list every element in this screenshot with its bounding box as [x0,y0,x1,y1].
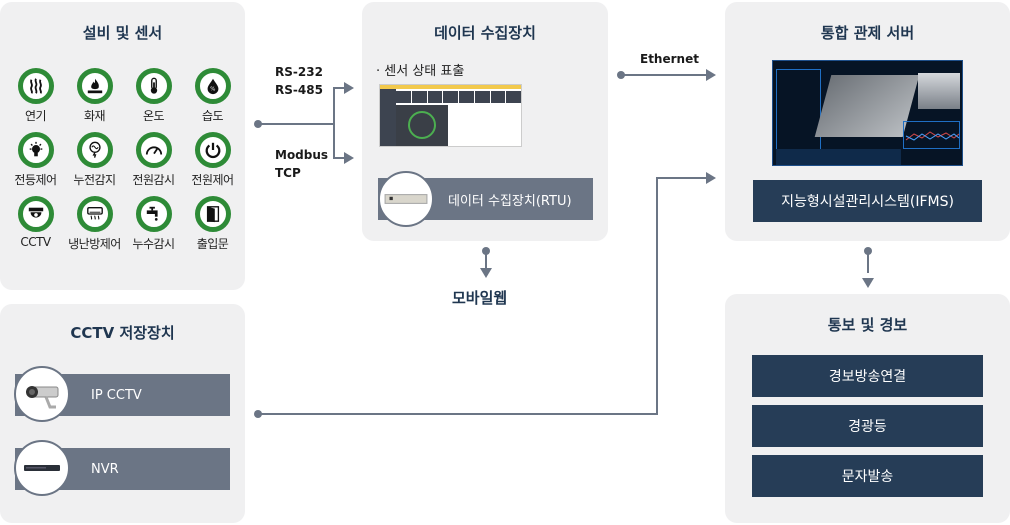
arrow-down-icon [862,278,874,288]
connector-line [258,123,334,125]
modbus-protocol-label: Modbus TCP [275,146,328,182]
arrow-right-icon [706,172,716,184]
ethernet-label: Ethernet [640,52,699,66]
connector-line [333,157,345,159]
connector-line [621,74,707,76]
fire-icon [76,68,113,104]
sensor-label: 습도 [201,109,224,123]
door-icon [194,196,231,232]
alert-item-label: 문자발송 [841,469,894,485]
thermometer-icon [135,68,172,104]
data-acquisition-panel: 데이터 수집장치 · 센서 상태 표출 데이터 수집장치(RTU) [362,2,608,241]
connector-line [333,87,345,89]
sensor-cctv: CCTV [6,196,65,252]
sensor-humidity: % 습도 [183,68,242,124]
humidity-icon: % [194,68,231,104]
mobile-web-label: 모바일웹 [452,289,508,307]
dau-bullet: · 센서 상태 표출 [376,64,465,79]
sensor-water-leak: 누수감시 [124,196,183,252]
sensors-panel-title: 설비 및 센서 [82,24,163,42]
sensor-temperature: 온도 [124,68,183,124]
cctv-panel-title: CCTV 저장장치 [70,324,175,342]
serial-protocol-label: RS-232 RS-485 [275,63,323,99]
tcp-label: TCP [275,166,301,180]
sensor-label: 화재 [83,109,106,123]
ip-cctv-label: IP CCTV [91,387,142,403]
arrow-right-icon [344,152,354,164]
alert-item-label: 경광등 [848,419,887,435]
rtu-device-icon [378,171,434,227]
arrow-right-icon [344,82,354,94]
connector-line [485,251,487,269]
connector-line [333,87,335,159]
sensor-label: 연기 [24,109,47,123]
dau-panel-title: 데이터 수집장치 [434,24,536,42]
modbus-label: Modbus [275,148,329,162]
rs485-label: RS-485 [275,83,323,97]
connector-line [656,177,708,179]
sensor-label: 누수감시 [132,237,175,251]
sensor-label: 온도 [142,109,165,123]
arrow-right-icon [706,69,716,81]
sensor-light-control: 전등제어 [6,132,65,188]
ifms-label: 지능형시설관리시스템(IFMS) [781,194,954,210]
sensor-leakage: 누전감지 [65,132,124,188]
nvr-label: NVR [91,461,119,477]
cctv-storage-panel: CCTV 저장장치 IP CCTV NVR [0,304,245,523]
gauge-icon [135,132,172,168]
sensor-power-control: 전원제어 [183,132,242,188]
power-icon [194,132,231,168]
ip-camera-icon [14,366,70,422]
sensor-label: 누전감지 [73,173,116,187]
svg-text:%: % [210,87,215,93]
dome-camera-icon [17,196,54,232]
sensor-label: 전원제어 [191,173,234,187]
faucet-icon [135,196,172,232]
nvr-icon [14,440,70,496]
arrow-down-icon [480,268,492,278]
smoke-icon [17,68,54,104]
ifms-label-bar: 지능형시설관리시스템(IFMS) [753,180,982,222]
sensor-fire: 화재 [65,68,124,124]
connector-line [656,177,658,415]
sensor-power-monitor: 전원감시 [124,132,183,188]
air-conditioner-icon [76,196,113,232]
sensor-smoke: 연기 [6,68,65,124]
sensor-door: 출입문 [183,196,242,252]
connector-line [258,413,658,415]
rs232-label: RS-232 [275,65,323,79]
server-panel-title: 통합 관제 서버 [820,24,915,42]
sensor-status-screenshot [379,84,522,147]
sensor-label: 전등제어 [14,173,57,187]
alert-item-sms: 문자발송 [752,455,983,497]
leakage-icon [76,132,113,168]
alert-item-broadcast: 경보방송연결 [752,355,983,397]
integrated-server-panel: 통합 관제 서버 지능형시설관리시스템(IFMS) [725,2,1010,241]
ifms-dashboard-screenshot [772,60,963,166]
notification-alarm-panel: 통보 및 경보 경보방송연결 경광등 문자발송 [725,294,1010,523]
sensors-panel: 설비 및 센서 연기 화재 온도 % 습도 전등제어 누전감지 전원감시 [0,2,245,290]
lightbulb-icon [17,132,54,168]
sensor-label: 전원감시 [132,173,175,187]
rtu-label: 데이터 수집장치(RTU) [448,193,572,209]
connector-line [867,251,869,273]
sensor-label: 냉난방제어 [68,237,121,251]
alert-panel-title: 통보 및 경보 [827,316,908,334]
sensor-label: CCTV [20,235,51,249]
alert-item-warning-light: 경광등 [752,405,983,447]
sensor-grid: 연기 화재 온도 % 습도 전등제어 누전감지 전원감시 전원제어 [6,68,242,252]
alert-item-label: 경보방송연결 [828,369,907,385]
sensor-label: 출입문 [196,237,229,251]
sensor-hvac: 냉난방제어 [65,196,124,252]
